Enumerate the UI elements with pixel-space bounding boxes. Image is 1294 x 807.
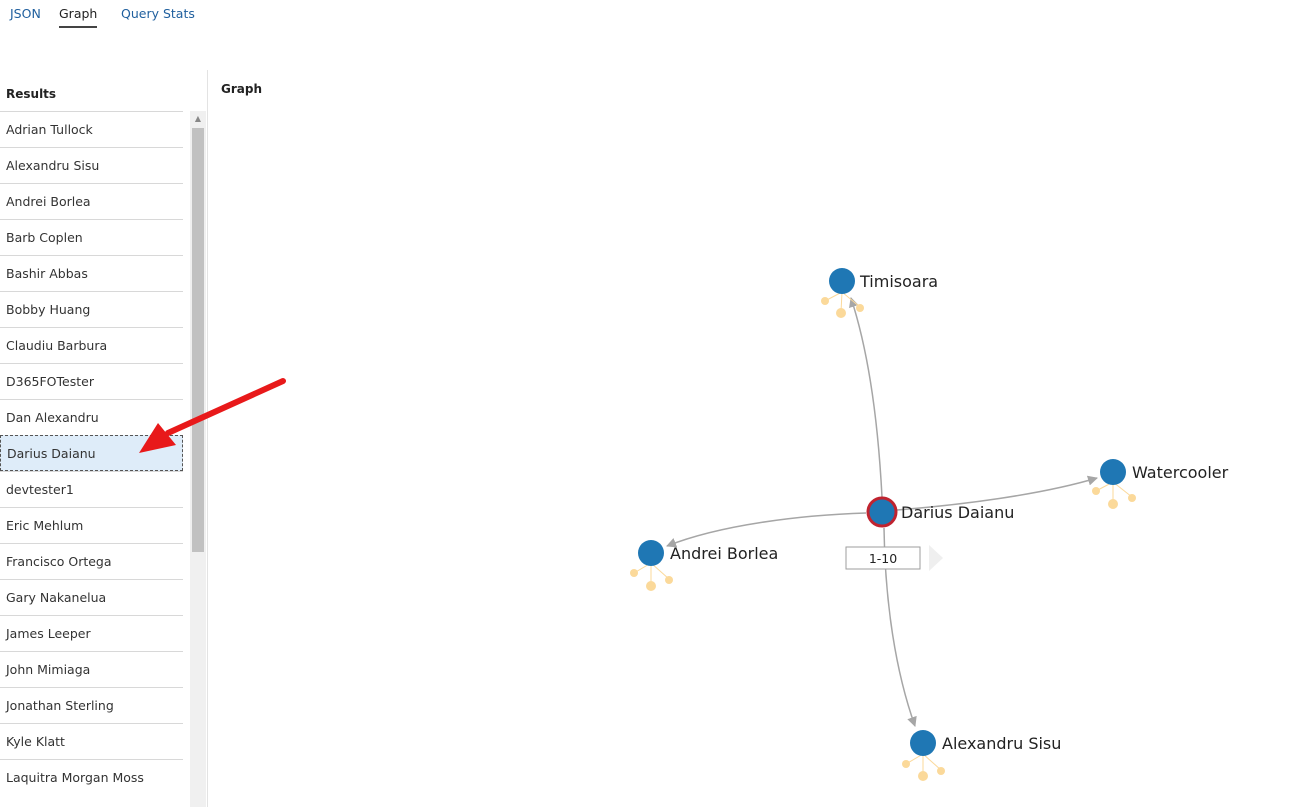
graph-title: Graph xyxy=(221,82,262,96)
graph-node-watercooler[interactable]: Watercooler xyxy=(1092,459,1229,509)
list-item[interactable]: Jonathan Sterling xyxy=(0,687,183,723)
tab-query-stats[interactable]: Query Stats xyxy=(121,6,195,21)
graph-node-darius-daianu[interactable]: Darius Daianu xyxy=(866,496,1014,528)
list-item[interactable]: Bashir Abbas xyxy=(0,255,183,291)
list-item[interactable]: Francisco Ortega xyxy=(0,543,183,579)
node-label-andrei-borlea: Andrei Borlea xyxy=(670,544,778,563)
list-item[interactable]: Adrian Tullock xyxy=(0,111,183,147)
list-item[interactable]: Andrei Borlea xyxy=(0,183,183,219)
list-item[interactable]: John Mimiaga xyxy=(0,651,183,687)
list-item[interactable]: devtester1 xyxy=(0,471,183,507)
pager-next-icon[interactable] xyxy=(929,545,943,571)
annotation-arrow-icon xyxy=(139,378,286,453)
tab-json[interactable]: JSON xyxy=(10,6,41,21)
list-item[interactable]: Kyle Klatt xyxy=(0,723,183,759)
results-list: Adrian Tullock Alexandru Sisu Andrei Bor… xyxy=(0,111,183,795)
list-item[interactable]: Gary Nakanelua xyxy=(0,579,183,615)
edge-pager[interactable]: 1-10 xyxy=(845,545,943,571)
scroll-thumb[interactable] xyxy=(192,128,204,552)
panel-divider xyxy=(207,70,208,807)
node-label-darius-daianu: Darius Daianu xyxy=(901,503,1014,522)
list-item[interactable]: D365FOTester xyxy=(0,363,183,399)
graph-node-andrei-borlea[interactable]: Andrei Borlea xyxy=(630,540,778,591)
node-label-alexandru-sisu: Alexandru Sisu xyxy=(942,734,1061,753)
graph-node-alexandru-sisu[interactable]: Alexandru Sisu xyxy=(902,730,1061,781)
list-item[interactable]: James Leeper xyxy=(0,615,183,651)
node-label-timisoara: Timisoara xyxy=(859,272,938,291)
list-item[interactable]: Eric Mehlum xyxy=(0,507,183,543)
results-scrollbar[interactable]: ▲ xyxy=(190,111,206,807)
tab-bar: JSON Graph Query Stats xyxy=(0,0,400,30)
list-item[interactable]: Claudiu Barbura xyxy=(0,327,183,363)
edge-to-andrei-borlea xyxy=(666,512,867,548)
list-item[interactable]: Dan Alexandru xyxy=(0,399,183,435)
list-item[interactable]: Bobby Huang xyxy=(0,291,183,327)
list-item[interactable]: Barb Coplen xyxy=(0,219,183,255)
pager-label: 1-10 xyxy=(869,551,897,566)
tab-graph[interactable]: Graph xyxy=(59,6,98,28)
graph-node-timisoara[interactable]: Timisoara xyxy=(821,268,938,318)
edge-to-watercooler xyxy=(896,475,1098,511)
list-item[interactable]: Alexandru Sisu xyxy=(0,147,183,183)
node-label-watercooler: Watercooler xyxy=(1132,463,1229,482)
scroll-up-arrow-icon[interactable]: ▲ xyxy=(194,114,202,123)
edge-to-timisoara xyxy=(849,297,883,498)
list-item[interactable]: Laquitra Morgan Moss xyxy=(0,759,183,795)
results-title: Results xyxy=(6,87,57,101)
